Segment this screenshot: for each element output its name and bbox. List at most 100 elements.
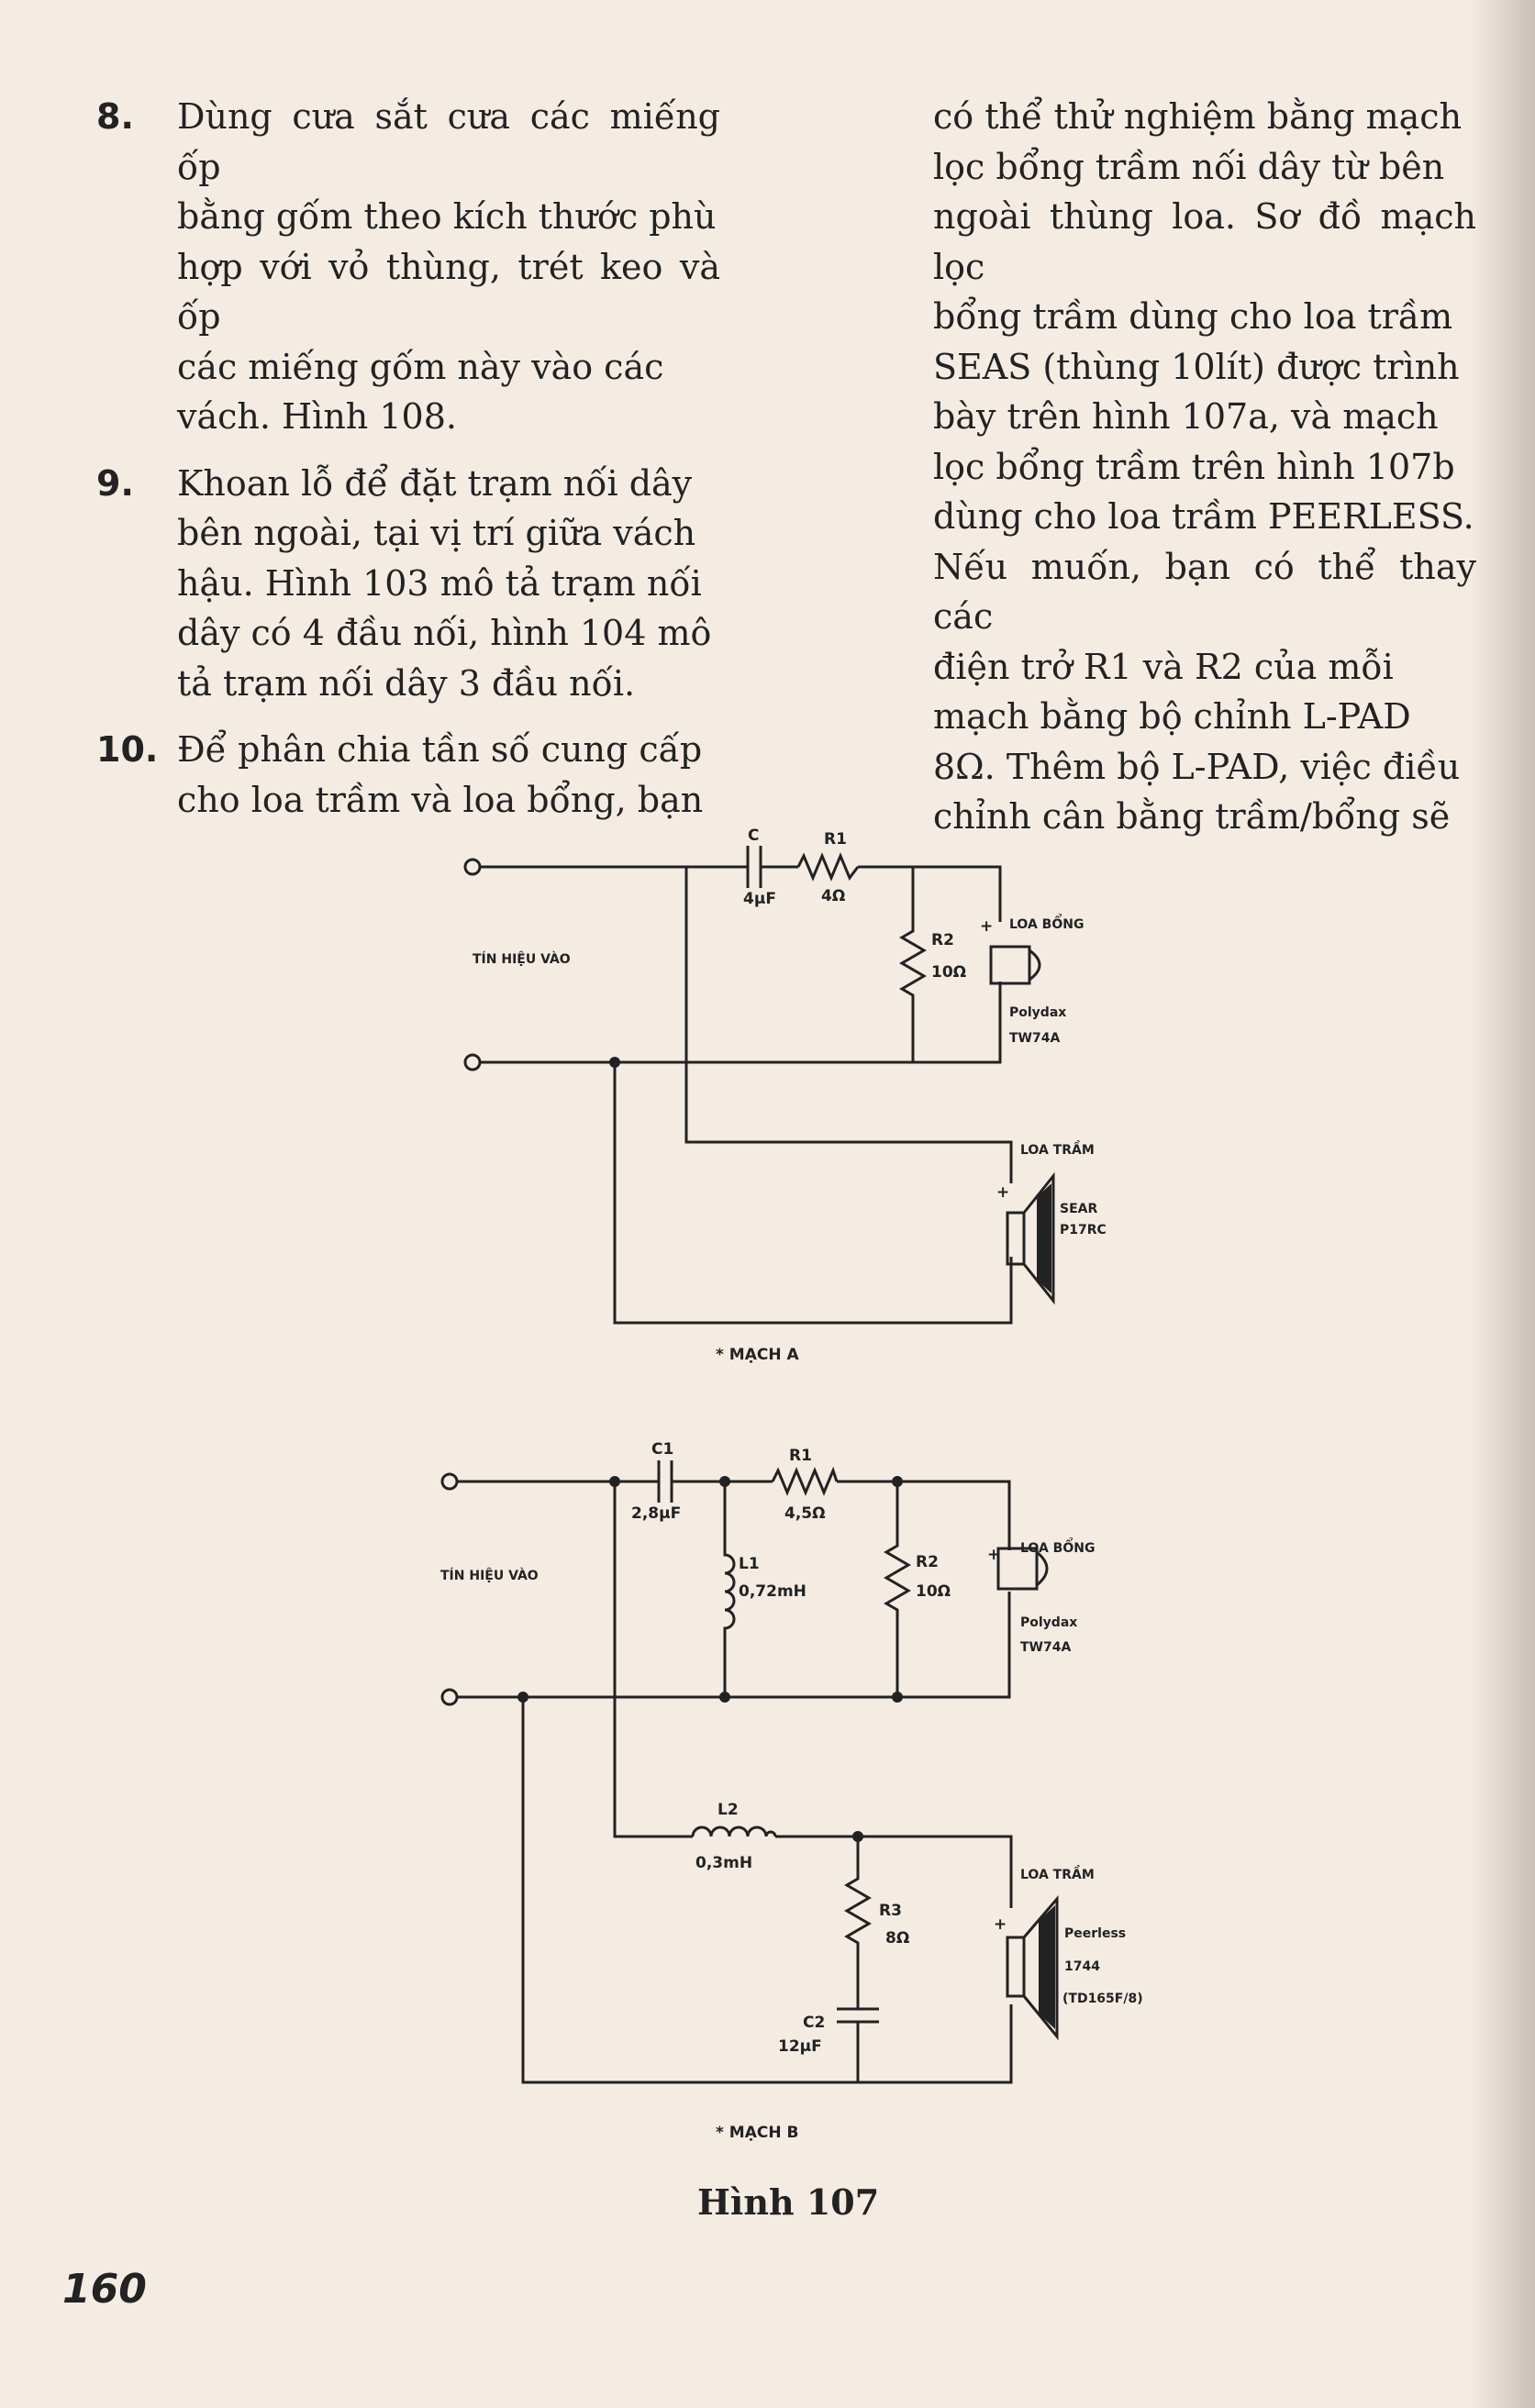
text-line: dùng cho loa trầm PEERLESS. bbox=[933, 496, 1474, 537]
tweeter-b-icon bbox=[996, 1547, 1039, 1591]
text-line: chỉnh cân bằng trầm/bổng sẽ bbox=[933, 796, 1451, 837]
right-text-column: có thể thử nghiệm bằng mạch lọc bổng trầ… bbox=[933, 92, 1476, 842]
figure-caption: Hình 107 bbox=[697, 2181, 880, 2223]
resistor-r1 bbox=[796, 852, 860, 882]
value-r1: 4Ω bbox=[821, 887, 845, 905]
text-line: vách. Hình 108. bbox=[177, 396, 457, 437]
woofer-label: LOA TRẦM bbox=[1020, 1865, 1095, 1882]
text-line: bằng gốm theo kích thước phù bbox=[177, 196, 717, 237]
input-label: TÍN HIỆU VÀO bbox=[440, 1567, 539, 1583]
text-line: tả trạm nối dây 3 đầu nối. bbox=[177, 662, 636, 704]
plus-sign: + bbox=[980, 917, 993, 936]
text-line: hợp với vỏ thùng, trét keo và ốp bbox=[177, 246, 720, 338]
tweeter-model: TW74A bbox=[1020, 1640, 1071, 1655]
item-text: Dùng cưa sắt cưa các miếng ốp bằng gốm t… bbox=[177, 92, 720, 442]
inductor-l2 bbox=[691, 1825, 777, 1837]
text-line: dây có 4 đầu nối, hình 104 mô bbox=[177, 613, 712, 653]
tweeter-brand: Polydax bbox=[1020, 1615, 1077, 1630]
text-line: các miếng gốm này vào các bbox=[177, 346, 664, 387]
item-text: Để phân chia tần số cung cấp cho loa trầ… bbox=[177, 725, 720, 825]
woofer-b-magnet bbox=[1006, 1936, 1026, 1998]
input-label: TÍN HIỆU VÀO bbox=[473, 950, 571, 967]
woofer-code: (TD165F/8) bbox=[1062, 1992, 1143, 2006]
tweeter-b-dome bbox=[1036, 1550, 1049, 1587]
text-line: Dùng cưa sắt cưa các miếng ốp bbox=[177, 96, 720, 187]
label-r2: R2 bbox=[931, 931, 954, 949]
plus-sign: + bbox=[987, 1546, 1000, 1564]
text-line: Để phân chia tần số cung cấp bbox=[177, 729, 703, 770]
woofer-a-cone-icon bbox=[1022, 1171, 1055, 1305]
text-line: SEAS (thùng 10lít) được trình bbox=[933, 346, 1460, 387]
value-r3: 8Ω bbox=[885, 1929, 909, 1947]
item-number: 10. bbox=[96, 729, 159, 770]
label-l2: L2 bbox=[717, 1801, 739, 1819]
circuit-a: C 4μF R1 4Ω R2 10Ω TÍN HIỆU VÀO + LOA BỔ… bbox=[463, 827, 1107, 1364]
page-number: 160 bbox=[62, 2266, 147, 2313]
list-item-10: 10. Để phân chia tần số cung cấp cho loa… bbox=[96, 725, 720, 825]
value-c1: 2,8μF bbox=[631, 1504, 681, 1523]
tweeter-a-dome bbox=[1029, 949, 1041, 982]
input-terminal-bottom bbox=[463, 1053, 482, 1071]
woofer-label: LOA TRẦM bbox=[1020, 1140, 1095, 1158]
text-line: hậu. Hình 103 mô tả trạm nối bbox=[177, 562, 702, 604]
circuit-b-title: * MẠCH B bbox=[716, 2124, 798, 2142]
woofer-b-cone-icon bbox=[1022, 1894, 1059, 2041]
text-line: Nếu muốn, bạn có thể thay các bbox=[933, 546, 1476, 638]
woofer-a-magnet bbox=[1006, 1211, 1026, 1266]
label-r3: R3 bbox=[879, 1902, 902, 1920]
text-line: điện trở R1 và R2 của mỗi bbox=[933, 646, 1394, 687]
tweeter-model: TW74A bbox=[1009, 1031, 1060, 1046]
tweeter-brand: Polydax bbox=[1009, 1005, 1066, 1020]
label-c1: C1 bbox=[651, 1440, 673, 1459]
text-line: ngoài thùng loa. Sơ đồ mạch lọc bbox=[933, 196, 1476, 287]
page-edge-shadow bbox=[1471, 0, 1535, 2408]
value-r1: 4,5Ω bbox=[784, 1504, 826, 1523]
woofer-brand: Peerless bbox=[1064, 1926, 1126, 1941]
woofer-brand: SEAR bbox=[1060, 1202, 1097, 1216]
label-r1: R1 bbox=[789, 1447, 812, 1465]
item-number: 8. bbox=[96, 96, 134, 137]
value-l2: 0,3mH bbox=[695, 1854, 752, 1872]
input-terminal-top bbox=[463, 858, 482, 876]
inductor-l1 bbox=[723, 1481, 736, 1697]
text-line: 8Ω. Thêm bộ L-PAD, việc điều bbox=[933, 746, 1461, 787]
value-r2: 10Ω bbox=[931, 963, 966, 982]
resistor-r2 bbox=[899, 867, 927, 1062]
item-number: 9. bbox=[96, 462, 134, 504]
label-r2: R2 bbox=[916, 1553, 939, 1571]
item-text: Khoan lỗ để đặt trạm nối dây bên ngoài, … bbox=[177, 459, 720, 709]
text-line: bày trên hình 107a, và mạch bbox=[933, 396, 1439, 437]
input-terminal-bottom bbox=[440, 1688, 459, 1706]
capacitor-c1 bbox=[657, 1460, 673, 1503]
value-c: 4μF bbox=[743, 890, 776, 908]
woofer-model: P17RC bbox=[1060, 1223, 1107, 1237]
value-r2: 10Ω bbox=[916, 1582, 951, 1601]
text-line: có thể thử nghiệm bằng mạch bbox=[933, 96, 1463, 137]
plus-sign: + bbox=[996, 1183, 1009, 1202]
list-item-9: 9. Khoan lỗ để đặt trạm nối dây bên ngoà… bbox=[96, 459, 720, 709]
text-line: lọc bổng trầm nối dây từ bên bbox=[933, 146, 1445, 187]
capacitor-c2 bbox=[837, 2007, 879, 2024]
plus-sign: + bbox=[994, 1915, 1007, 1934]
circuit-b: C1 2,8μF R1 4,5Ω L1 0,72mH R2 10Ω TÍN HI… bbox=[440, 1440, 1143, 2142]
tweeter-label: LOA BỔNG bbox=[1020, 1537, 1095, 1556]
label-c2: C2 bbox=[803, 2014, 825, 2032]
value-l1: 0,72mH bbox=[739, 1582, 806, 1601]
label-r1: R1 bbox=[824, 830, 847, 849]
capacitor-c bbox=[746, 846, 762, 888]
tweeter-a-icon bbox=[989, 945, 1031, 985]
tweeter-label: LOA BỔNG bbox=[1009, 914, 1084, 932]
text-line: lọc bổng trầm trên hình 107b bbox=[933, 446, 1455, 487]
woofer-model: 1744 bbox=[1064, 1959, 1100, 1974]
text-line: mạch bằng bộ chỉnh L-PAD bbox=[933, 696, 1411, 737]
value-c2: 12μF bbox=[778, 2037, 822, 2056]
resistor-r1 bbox=[771, 1466, 839, 1496]
list-item-8: 8. Dùng cưa sắt cưa các miếng ốp bằng gố… bbox=[96, 92, 720, 442]
text-line: bổng trầm dùng cho loa trầm bbox=[933, 296, 1453, 337]
left-text-column: 8. Dùng cưa sắt cưa các miếng ốp bằng gố… bbox=[96, 92, 720, 841]
text-line: cho loa trầm và loa bổng, bạn bbox=[177, 779, 704, 820]
circuit-a-title: * MẠCH A bbox=[716, 1346, 800, 1364]
input-terminal-top bbox=[440, 1472, 459, 1491]
text-line: bên ngoài, tại vị trí giữa vách bbox=[177, 513, 696, 553]
